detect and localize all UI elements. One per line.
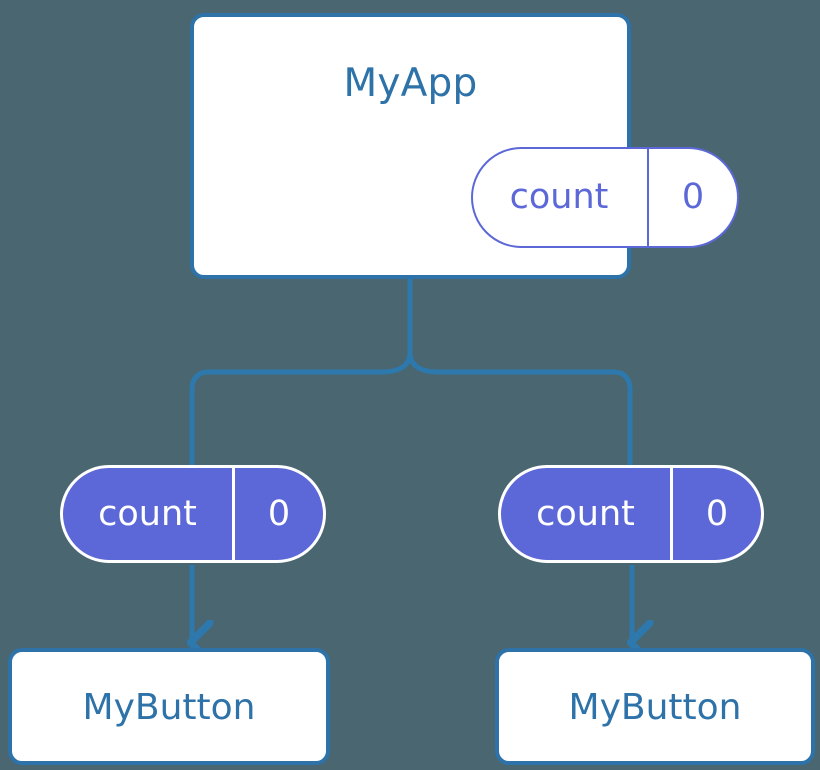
component-title-myapp: MyApp: [343, 61, 478, 106]
state-pill-myapp[interactable]: count 0: [471, 147, 739, 248]
component-title-mybutton: MyButton: [568, 687, 742, 728]
component-box-mybutton-left[interactable]: MyButton: [8, 648, 330, 765]
branch-right: [407, 351, 633, 466]
state-key-label: count: [473, 149, 649, 246]
state-value-label: 0: [705, 493, 729, 534]
state-pill-left-child[interactable]: count 0: [60, 465, 326, 563]
state-key-label: count: [63, 468, 235, 560]
state-value-label: 0: [267, 493, 291, 534]
component-box-myapp[interactable]: MyApp count 0: [190, 13, 739, 279]
state-value-label: 0: [681, 177, 705, 217]
component-title-mybutton: MyButton: [82, 687, 256, 728]
state-key-label: count: [501, 468, 673, 560]
branch-left: [189, 351, 413, 466]
state-pill-right-child[interactable]: count 0: [498, 465, 764, 563]
component-box-mybutton-right[interactable]: MyButton: [495, 648, 815, 765]
